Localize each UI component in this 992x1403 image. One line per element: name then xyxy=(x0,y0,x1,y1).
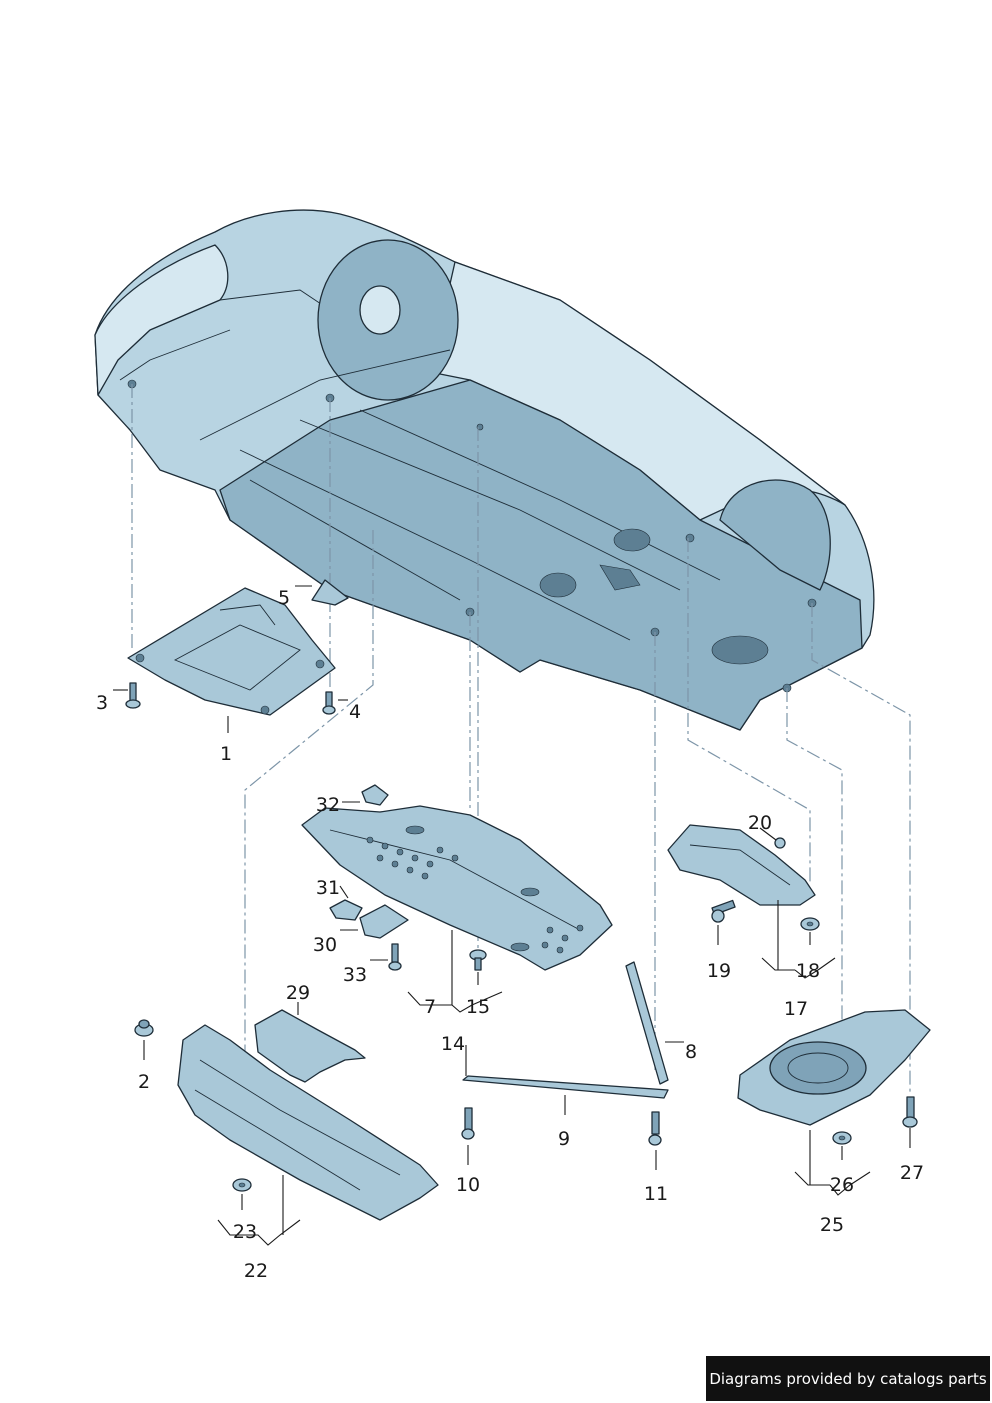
screw-20 xyxy=(774,837,786,849)
screw-3 xyxy=(125,682,141,709)
callout-29: 29 xyxy=(286,982,310,1004)
vehicle-underbody xyxy=(94,209,875,731)
screw-10 xyxy=(461,1107,475,1140)
callout-labels: 1 2 3 4 5 7 8 9 10 11 14 15 17 18 19 20 … xyxy=(96,587,924,1282)
part-32-clip xyxy=(361,784,389,806)
callout-2: 2 xyxy=(138,1071,150,1093)
callout-32: 32 xyxy=(316,794,340,816)
screw-19 xyxy=(711,899,736,923)
callout-30: 30 xyxy=(313,934,337,956)
callout-1: 1 xyxy=(220,743,232,765)
screw-4 xyxy=(322,691,336,715)
leader-lines xyxy=(113,585,911,1246)
callout-5: 5 xyxy=(278,587,290,609)
part-22-side-panel xyxy=(177,1024,439,1221)
nut-18 xyxy=(800,917,820,931)
callout-27: 27 xyxy=(900,1162,924,1184)
callout-17: 17 xyxy=(784,998,808,1020)
callout-15: 15 xyxy=(466,996,490,1018)
callout-19: 19 xyxy=(707,960,731,982)
callout-14: 14 xyxy=(441,1033,465,1055)
callout-23: 23 xyxy=(233,1221,257,1243)
part-25-rear-panel xyxy=(737,1009,931,1126)
callout-22: 22 xyxy=(244,1260,268,1282)
credit-banner: Diagrams provided by catalogs parts xyxy=(706,1356,990,1401)
callout-9: 9 xyxy=(558,1128,570,1150)
part-9-brace xyxy=(462,1075,669,1099)
screw-11 xyxy=(648,1111,662,1146)
part-29-bracket xyxy=(254,1009,366,1083)
callout-11: 11 xyxy=(644,1183,668,1205)
callout-33: 33 xyxy=(343,964,367,986)
callout-7: 7 xyxy=(424,996,436,1018)
callout-18: 18 xyxy=(796,960,820,982)
callout-3: 3 xyxy=(96,692,108,714)
part-7-center-panel xyxy=(301,805,613,971)
callout-25: 25 xyxy=(820,1214,844,1236)
screw-27 xyxy=(902,1096,918,1128)
perforation-group xyxy=(366,836,584,954)
screw-15 xyxy=(469,949,487,971)
callout-31: 31 xyxy=(316,877,340,899)
part-1-engine-undertray xyxy=(127,587,336,716)
part-17-heat-shield xyxy=(667,824,816,906)
nut-23 xyxy=(232,1178,252,1192)
part-5-bracket xyxy=(311,579,349,606)
callout-20: 20 xyxy=(748,812,772,834)
clip-2 xyxy=(134,1019,154,1037)
part-30-bracket xyxy=(359,904,409,939)
callout-4: 4 xyxy=(349,701,361,723)
part-31-nut-plate xyxy=(329,899,363,921)
assembly-lines xyxy=(131,384,911,1095)
screw-33 xyxy=(388,943,402,971)
part-8-brace xyxy=(625,961,669,1085)
nut-26 xyxy=(832,1131,852,1145)
callout-8: 8 xyxy=(685,1041,697,1063)
callout-10: 10 xyxy=(456,1174,480,1196)
callout-26: 26 xyxy=(830,1174,854,1196)
